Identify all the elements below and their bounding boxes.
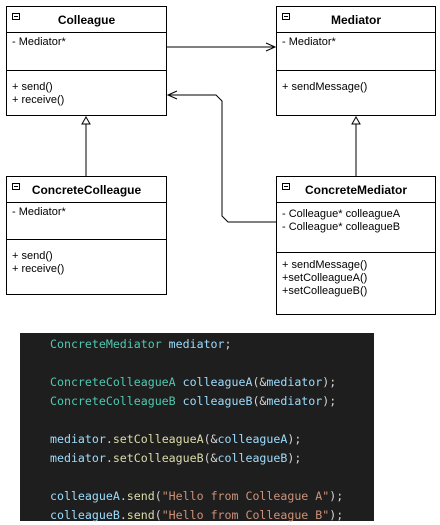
code-token: mediator [266,375,323,389]
code-token [176,394,183,408]
code-token: . [105,451,113,465]
code-token: colleagueA [182,375,253,389]
code-token: ( [154,508,162,522]
code-token: mediator [266,394,323,408]
attribute-line: - Mediator* [282,36,336,48]
code-token: ); [329,508,344,522]
attributes-section: - Colleague* colleagueA - Colleague* col… [277,203,435,253]
code-token: ); [287,451,302,465]
code-token: mediator [50,451,106,465]
code-token: . [119,508,127,522]
colleague-class-header: Colleague [7,7,166,33]
code-token: colleagueB [182,394,253,408]
code-token: send [126,508,155,522]
code-token: ConcreteMediator [50,337,162,351]
code-line [50,411,374,430]
code-token: ( [154,489,162,503]
code-token: ); [287,432,302,446]
code-line [50,468,374,487]
code-line: mediator.setColleagueB(&colleagueB); [50,449,374,468]
code-token: ); [322,394,337,408]
attributes-section: - Mediator* [277,33,435,71]
methods-section: + send() + receive() [7,240,166,294]
code-token: ); [329,489,344,503]
methods-section: + sendMessage() +setColleagueA() +setCol… [277,253,435,314]
code-token: (& [252,375,267,389]
code-token: colleagueA [217,432,288,446]
code-token: setColleagueB [112,451,204,465]
code-token: colleagueA [50,489,120,503]
concrete-colleague-class-header: ConcreteColleague [7,177,166,203]
code-line: ConcreteColleagueA colleagueA(&mediator)… [50,373,374,392]
association-arrow [167,42,277,52]
code-token: "Hello from Colleague A" [161,489,330,503]
concrete-colleague-class-box: ConcreteColleague - Mediator* + send() +… [6,176,167,295]
attribute-line: - Mediator* [12,206,66,218]
code-block: ConcreteMediator mediator; ConcreteCollea… [20,333,374,522]
code-token: mediator [168,337,225,351]
attributes-section: - Mediator* [7,203,166,240]
method-line: +setColleagueA() [282,272,368,284]
code-line [50,354,374,373]
colleague-class-box: Colleague - Mediator* + send() + receive… [6,6,167,116]
code-token: colleagueB [50,508,120,522]
code-token: ; [224,337,232,351]
code-token: "Hello from Colleague B" [161,508,330,522]
code-token: send [126,489,155,503]
attributes-section: - Mediator* [7,33,166,71]
code-token: ConcreteColleagueA [50,375,176,389]
code-token [176,375,183,389]
concrete-mediator-class-box: ConcreteMediator - Colleague* colleagueA… [276,176,436,315]
code-line: colleagueA.send("Hello from Colleague A"… [50,487,374,506]
method-line: + receive() [12,94,65,106]
code-token: (& [203,451,218,465]
class-collapse-icon [12,183,20,190]
code-line: ConcreteColleagueB colleagueB(&mediator)… [50,392,374,411]
method-line: +setColleagueB() [282,285,368,297]
code-token: setColleagueA [112,432,204,446]
class-name: Colleague [57,13,116,27]
code-token: colleagueB [217,451,288,465]
code-line: mediator.setColleagueA(&colleagueA); [50,430,374,449]
methods-section: + sendMessage() [277,71,435,115]
concrete-mediator-class-header: ConcreteMediator [277,177,435,203]
code-token [162,337,169,351]
method-line: + send() [12,250,53,262]
code-token: ConcreteColleagueB [50,394,176,408]
class-collapse-icon [282,13,290,20]
attribute-line: - Colleague* colleagueA [282,208,401,220]
code-token: mediator [50,432,106,446]
relationship-arrows [81,42,361,223]
attribute-line: - Mediator* [12,36,66,48]
class-name: ConcreteColleague [31,183,142,197]
code-token: . [105,432,113,446]
method-line: + receive() [12,263,65,275]
code-token: (& [203,432,218,446]
association-arrow-concrete-mediator [166,90,276,223]
code-token: . [119,489,127,503]
mediator-class-header: Mediator [277,7,435,33]
inheritance-arrow-mediator [351,115,361,176]
class-collapse-icon [282,183,290,190]
method-line: + send() [12,81,53,93]
code-token: (& [252,394,267,408]
method-line: + sendMessage() [282,81,368,93]
method-line: + sendMessage() [282,259,368,271]
code-token: ); [322,375,337,389]
attribute-line: - Colleague* colleagueB [282,221,401,233]
inheritance-arrow-colleague [81,115,91,176]
class-name: Mediator [330,13,381,27]
class-name: ConcreteMediator [304,183,408,197]
methods-section: + send() + receive() [7,71,166,115]
code-line: ConcreteMediator mediator; [50,335,374,354]
code-line: colleagueB.send("Hello from Colleague B"… [50,506,374,525]
mediator-class-box: Mediator - Mediator* + sendMessage() [276,6,436,116]
class-collapse-icon [12,13,20,20]
